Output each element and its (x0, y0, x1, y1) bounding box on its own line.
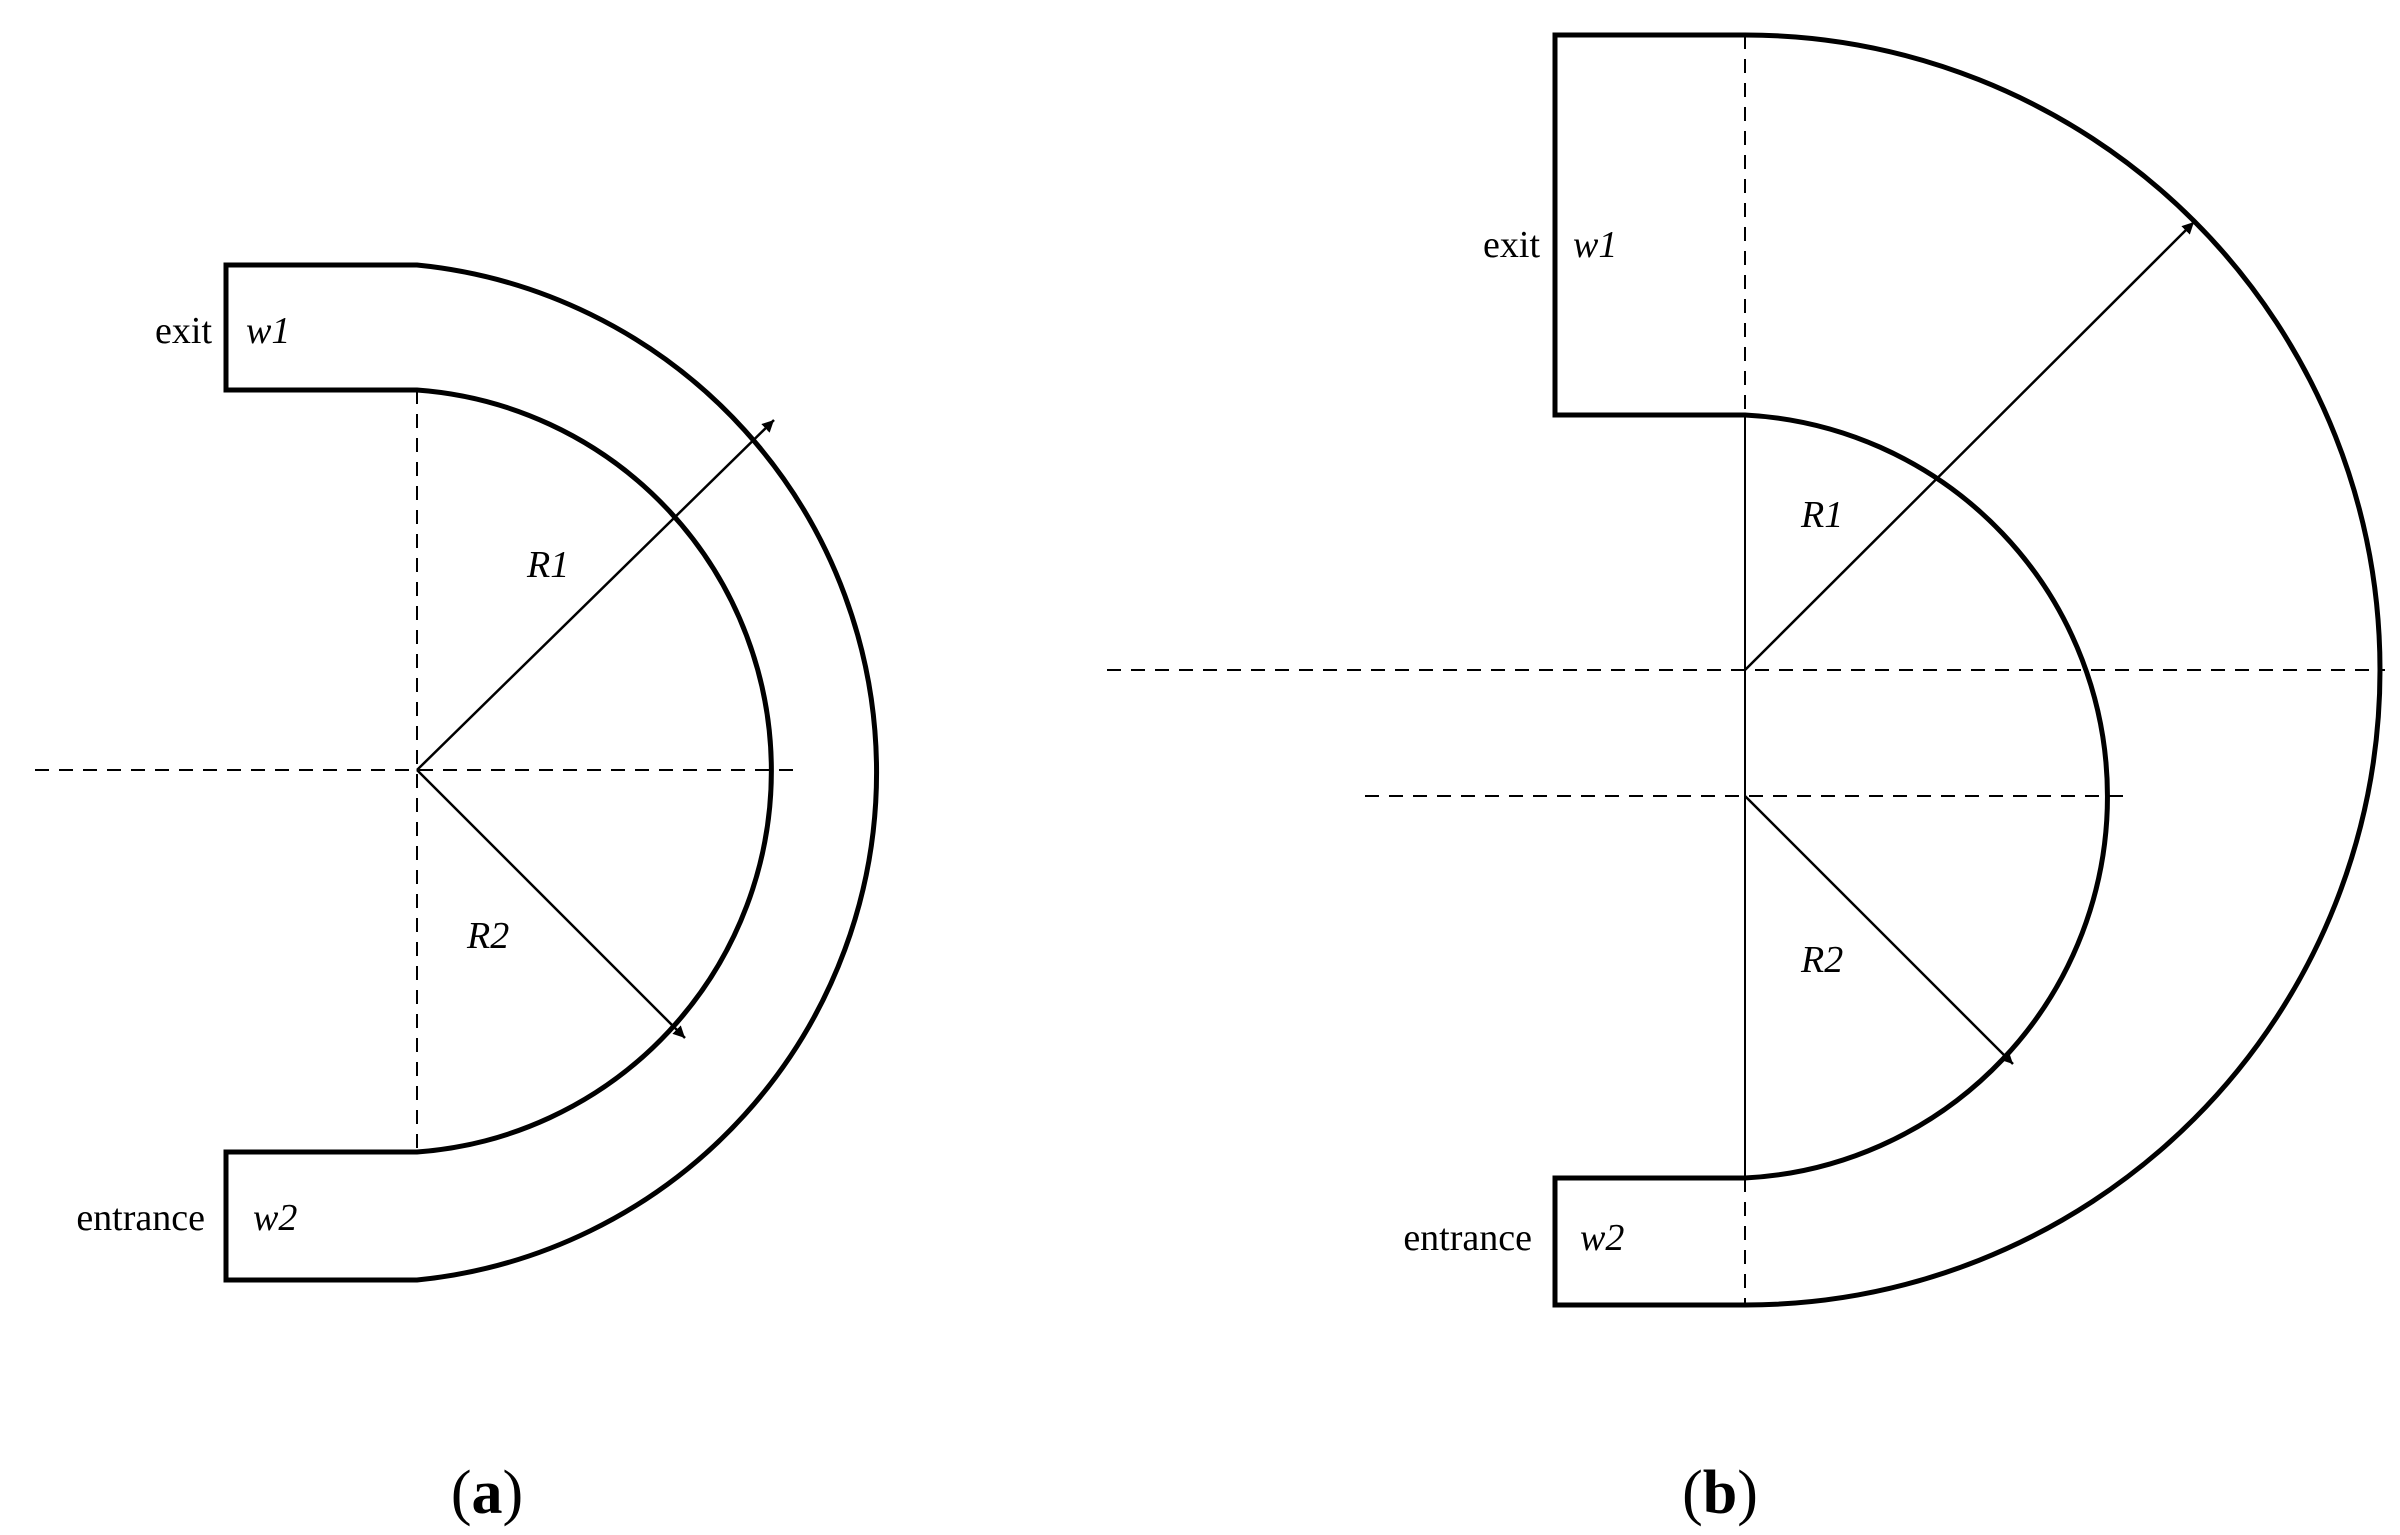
diagram-a: exit w1 entrance w2 R1 R2 (a) (35, 262, 880, 1527)
diagram-b-channel-outline (1552, 32, 2383, 1308)
diagram-a-w2-label: w2 (253, 1197, 297, 1239)
diagram-b: exit w1 entrance w2 R1 R2 (b) (1107, 32, 2385, 1527)
diagram-a-channel-outline (223, 262, 880, 1283)
diagram-a-entrance-label: entrance (76, 1197, 205, 1239)
diagram-b-exit-label: exit (1483, 224, 1540, 266)
diagram-a-caption: (a) (451, 1459, 523, 1527)
diagram-b-r2-label: R2 (1800, 939, 1843, 981)
diagram-b-r1-label: R1 (1800, 494, 1843, 536)
diagram-a-r2-label: R2 (466, 915, 509, 957)
diagram-a-r1-arrow (416, 419, 775, 771)
diagram-a-exit-label: exit (155, 310, 212, 352)
diagram-a-r2-arrow (416, 769, 686, 1039)
diagram-a-w1-label: w1 (246, 310, 290, 352)
diagram-b-r1-arrow (1744, 221, 2195, 671)
diagram-a-r1-label: R1 (526, 544, 569, 586)
diagram-b-caption: (b) (1682, 1459, 1758, 1527)
diagram-b-w1-label: w1 (1573, 224, 1617, 266)
diagram-b-entrance-label: entrance (1403, 1217, 1532, 1259)
diagram-b-w2-label: w2 (1580, 1217, 1624, 1259)
diagram-b-r2-arrow (1744, 795, 2014, 1065)
